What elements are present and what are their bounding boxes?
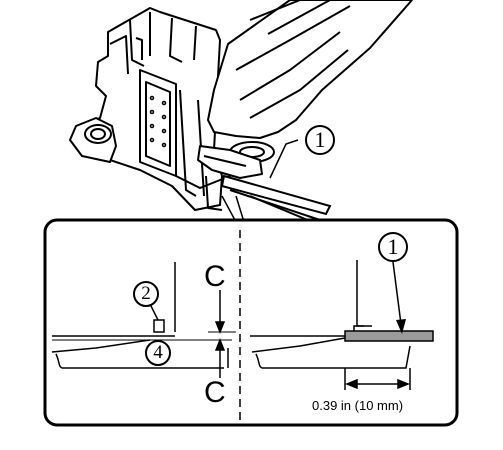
left-detail: [51, 262, 236, 378]
shim-detail: [344, 330, 434, 342]
housing-illustration: [69, 7, 275, 211]
clearance-label-top: C: [204, 260, 226, 293]
detail-callout-arrowhead: [396, 319, 406, 334]
detail-box: [43, 218, 459, 427]
wiring-harness-illustration: [197, 0, 413, 179]
clearance-label-bottom: C: [204, 376, 226, 409]
zoom-connector: [221, 195, 245, 223]
top-callout-leader: [269, 139, 299, 179]
shim-tool-illustration: [220, 174, 332, 227]
shim-stop: [353, 325, 364, 331]
detail-callout-leader: [392, 261, 402, 325]
dimension-label: 0.39 in (10 mm): [312, 398, 404, 413]
callout-2-tab: 2: [133, 281, 159, 307]
callout-1-detail: 1: [378, 232, 408, 262]
tab-callout-leader: [149, 303, 159, 321]
callout-1-top: 1: [305, 125, 335, 155]
callout-4-base: 4: [145, 340, 171, 366]
